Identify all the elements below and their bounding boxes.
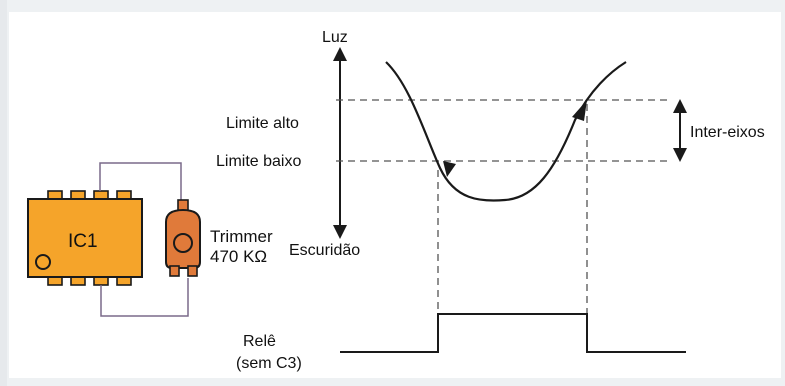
trimmer-wires [99, 162, 189, 317]
luz-label: Luz [322, 29, 348, 46]
trimmer-component [165, 199, 201, 277]
inter-eixos-label: Inter-eixos [690, 124, 765, 141]
limite-alto-label: Limite alto [226, 115, 299, 132]
rele-label: Relê [243, 333, 276, 350]
page-edge [0, 0, 7, 386]
curve-arrow-down [443, 161, 456, 177]
relay-waveform [340, 313, 686, 353]
escuridao-label: Escuridão [289, 242, 360, 259]
light-curve [385, 61, 627, 202]
curve-arrow-up [572, 100, 587, 121]
ic1-label: IC1 [68, 231, 98, 252]
trimmer-value-label: 470 KΩ [210, 247, 267, 266]
trimmer-label: Trimmer [210, 227, 273, 246]
ic1-chip [27, 190, 143, 286]
limite-baixo-label: Limite baixo [216, 153, 301, 170]
rele-sub-label: (sem C3) [236, 355, 302, 372]
